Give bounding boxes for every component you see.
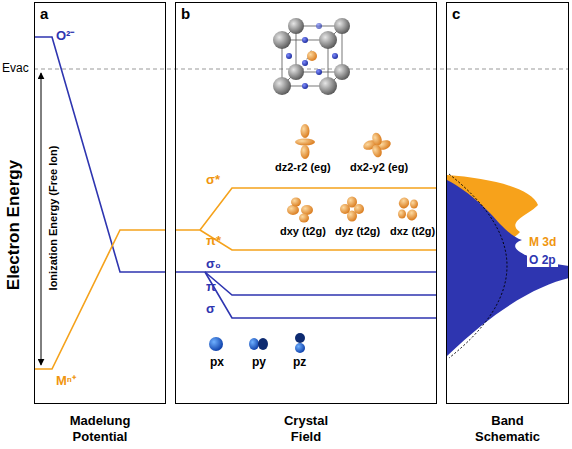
level-label: σ* [206, 173, 220, 187]
orbital-label: dx2-y2 (eg) [350, 161, 408, 173]
panel-caption: Madelung Potential [64, 413, 136, 445]
vacuum-label: Evac [2, 62, 29, 75]
level-label: σ [206, 302, 215, 316]
d-orbitals [287, 124, 419, 223]
oxygen-dos [447, 180, 569, 356]
ionization-arrow [41, 73, 42, 365]
ion-label: Mⁿ⁺ [56, 374, 76, 388]
orbital-label: py [252, 356, 266, 369]
metal-levels [176, 188, 437, 250]
orbital-label: dxz (t2g) [390, 225, 435, 237]
orbital-label: pz [293, 356, 306, 369]
band-label: M 3d [527, 236, 558, 249]
p-orbitals [209, 333, 305, 353]
panel-letter: c [452, 5, 460, 22]
panel: bCrystal Field [175, 2, 437, 404]
level-label: π [206, 280, 216, 294]
panel-caption: Crystal Field [270, 413, 342, 445]
level-label: π* [206, 234, 221, 248]
arrow-label: Ionization Energy (Free Ion) [47, 146, 59, 291]
orbital-label: px [210, 356, 224, 369]
orbital-label: dz2-r2 (eg) [275, 161, 331, 173]
panel-letter: b [181, 5, 190, 22]
panel: cBand Schematic [446, 2, 569, 404]
oxygen-levels [176, 272, 437, 318]
crystal-structure [273, 18, 350, 95]
orbital-label: dyz (t2g) [335, 225, 380, 237]
level-label: σ₀ [206, 257, 221, 271]
band-label: O 2p [527, 254, 558, 267]
orbital-label: dxy (t2g) [280, 225, 326, 237]
band-envelope [449, 174, 507, 358]
panel-caption: Band Schematic [472, 413, 544, 445]
ion-label: O²⁻ [56, 29, 74, 43]
panel-letter: a [40, 5, 48, 22]
axis-title: Electron Energy [5, 160, 24, 290]
